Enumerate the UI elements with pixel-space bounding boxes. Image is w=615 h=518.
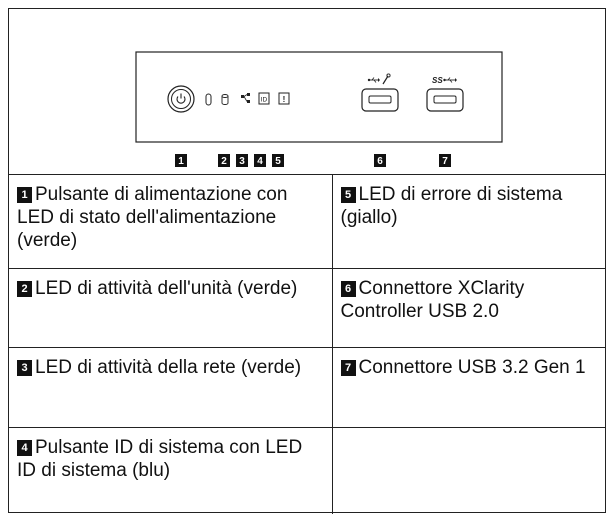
- power-led-icon: [205, 93, 212, 106]
- svg-text:5: 5: [275, 156, 281, 167]
- drive-activity-icon: [221, 94, 229, 105]
- usb3-ss-icon: SS: [432, 76, 457, 85]
- callout-7: 7: [439, 154, 451, 167]
- power-button-icon: [167, 85, 195, 113]
- callout-badge: 7: [340, 360, 356, 376]
- legend-text: LED di attività dell'unità (verde): [35, 278, 298, 299]
- usb3-connector: SS: [426, 76, 464, 112]
- legend-text: Pulsante ID di sistema con LED ID di sis…: [17, 437, 303, 481]
- callout-badge: 5: [340, 187, 356, 203]
- svg-text:4: 4: [257, 156, 263, 167]
- svg-text:2: 2: [221, 156, 227, 167]
- front-panel-figure: ID !: [9, 9, 605, 175]
- svg-text:1: 1: [178, 156, 184, 167]
- front-panel-svg: ID !: [135, 51, 503, 167]
- callout-2: 2: [218, 154, 230, 167]
- svg-text:6: 6: [377, 156, 383, 167]
- callout-1: 1: [175, 154, 187, 167]
- legend-text: Connettore XClarity Controller USB 2.0: [340, 278, 525, 322]
- callout-badge: 3: [17, 360, 32, 376]
- callout-badge: 6: [340, 281, 356, 297]
- system-id-button-icon: ID: [258, 92, 270, 105]
- usb-xclarity-connector: [361, 73, 399, 112]
- legend-text: Pulsante di alimentazione con LED di sta…: [17, 184, 288, 251]
- callout-badge: 2: [17, 281, 32, 297]
- usb-wrench-icon: [367, 73, 391, 85]
- svg-text:ID: ID: [261, 97, 268, 104]
- callout-badge: 1: [17, 187, 32, 203]
- diagram-frame: ID !: [8, 8, 606, 514]
- legend-text: LED di attività della rete (verde): [35, 357, 302, 378]
- svg-text:!: !: [283, 95, 286, 104]
- callout-6: 6: [374, 154, 386, 167]
- legend-text: Connettore USB 3.2 Gen 1: [358, 357, 586, 378]
- callout-4: 4: [254, 154, 266, 167]
- svg-text:3: 3: [239, 156, 245, 167]
- callout-5: 5: [272, 154, 284, 167]
- svg-text:7: 7: [442, 156, 448, 167]
- legend-cell-empty: [331, 427, 605, 514]
- callout-badge: 4: [17, 440, 32, 456]
- system-error-led-icon: !: [278, 92, 290, 105]
- network-icon: [241, 93, 250, 103]
- callout-3: 3: [236, 154, 248, 167]
- svg-text:SS: SS: [432, 76, 443, 85]
- legend-text: LED di errore di sistema (giallo): [340, 184, 563, 228]
